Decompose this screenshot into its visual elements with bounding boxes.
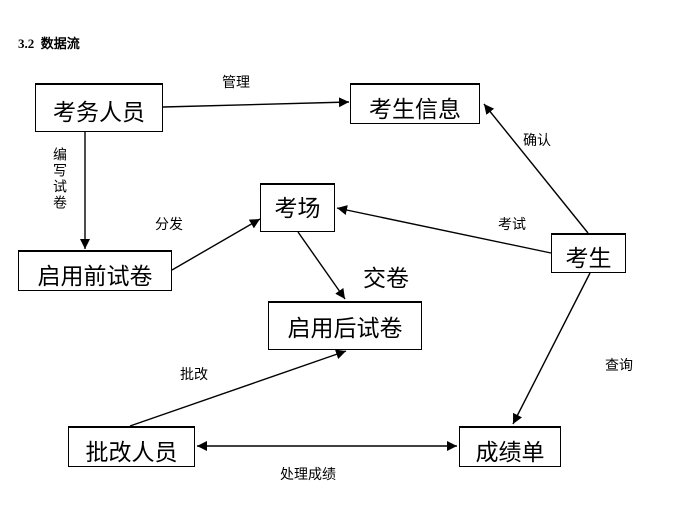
edge-label-exam: 考试 [498, 217, 526, 233]
edge-label-grade: 批改 [180, 367, 208, 383]
node-examinee-info: 考生信息 [350, 83, 480, 124]
node-exam-staff: 考务人员 [35, 83, 163, 132]
edge-grade-arrow [129, 349, 347, 427]
node-transcript: 成绩单 [459, 426, 561, 467]
node-examinee: 考生 [551, 233, 626, 273]
node-grader: 批改人员 [68, 426, 195, 467]
node-paper-after-use: 启用后试卷 [268, 301, 422, 350]
edge-label-write-paper: 编写试卷 [51, 147, 67, 211]
edge-label-submit: 交卷 [363, 266, 409, 292]
edge-manage-arrow [162, 97, 350, 108]
edge-label-process-scores: 处理成绩 [280, 467, 336, 483]
edge-submit-arrow [297, 231, 346, 300]
edge-label-query: 查询 [605, 358, 633, 374]
node-exam-room: 考场 [260, 183, 335, 232]
edge-label-distribute: 分发 [155, 217, 183, 233]
edge-distribute-arrow [171, 218, 261, 271]
section-heading: 3.2 数据流 [18, 36, 80, 51]
edge-exam-arrow [336, 205, 552, 254]
edge-query-arrow [512, 272, 591, 425]
edge-confirm-arrow [483, 103, 589, 234]
node-paper-before-use: 启用前试卷 [18, 250, 172, 291]
edge-label-manage: 管理 [222, 75, 250, 91]
edge-label-confirm: 确认 [523, 133, 551, 149]
